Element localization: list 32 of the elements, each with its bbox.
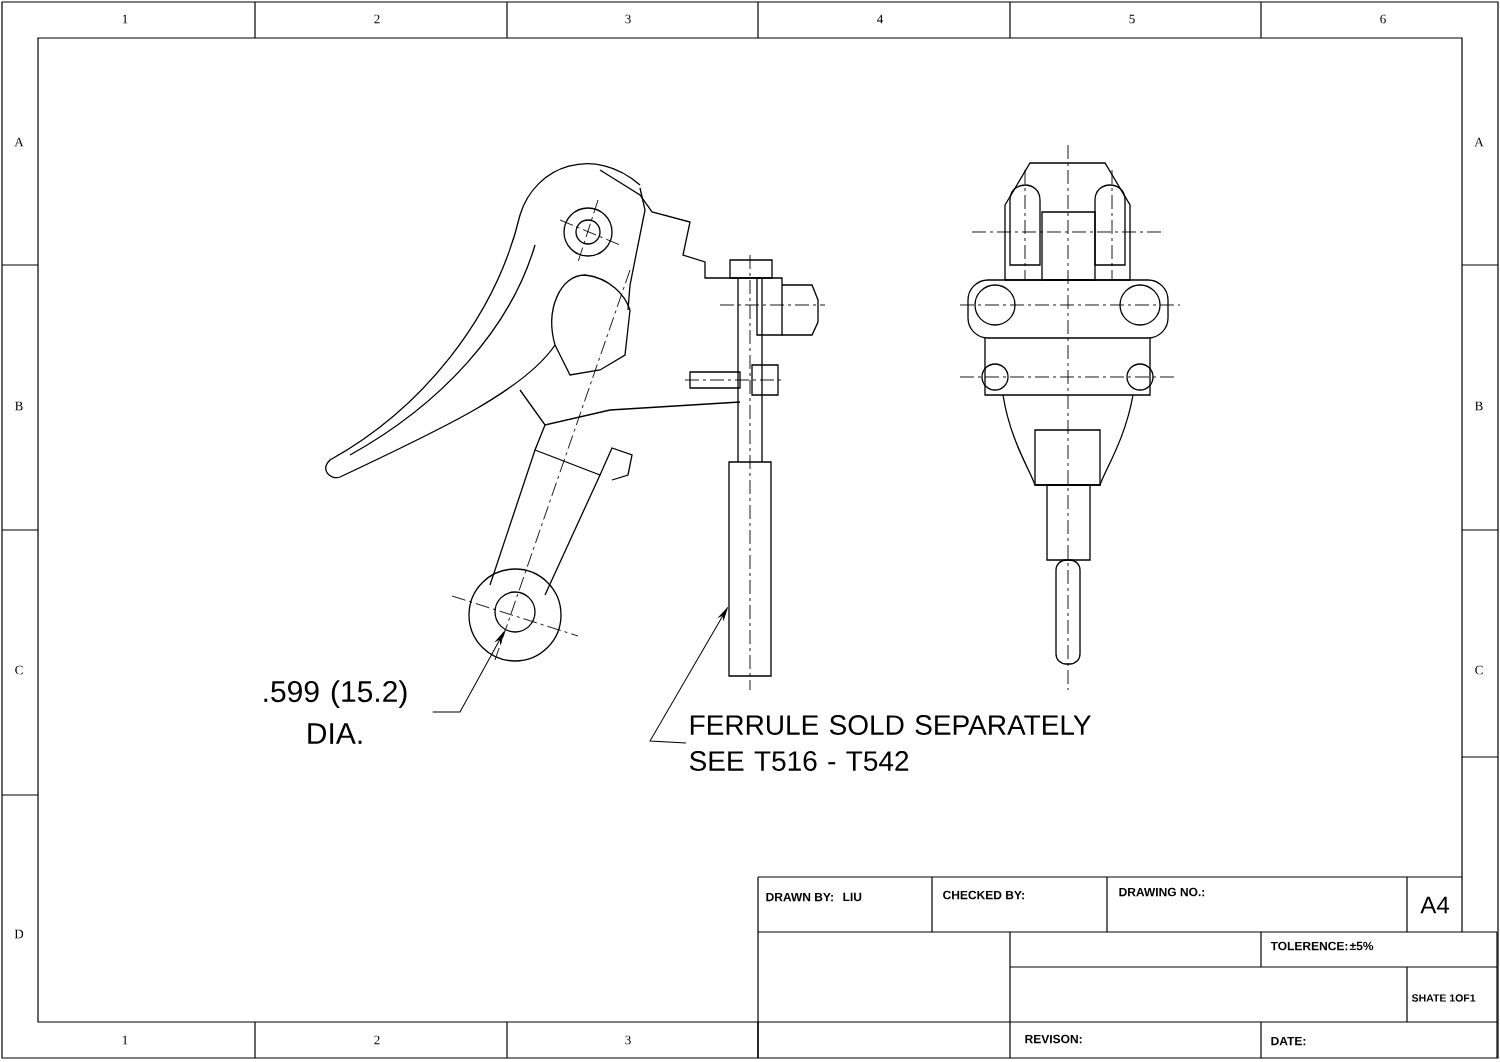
grid-reference: A — [1474, 137, 1484, 147]
grid-reference: 3 — [625, 14, 631, 24]
grid-reference: C — [15, 665, 23, 675]
grid-reference: 5 — [1129, 14, 1135, 24]
grid-reference: 2 — [374, 14, 380, 24]
note-text: FERRULE SOLD SEPARATELY SEE T516 - T542 — [689, 715, 1091, 771]
grid-reference: 2 — [374, 1035, 380, 1045]
title-block-text: DATE: — [1271, 1036, 1306, 1046]
title-block-text: LIU — [843, 892, 862, 902]
title-block-text: REVISON: — [1025, 1034, 1082, 1044]
grid-reference: 6 — [1380, 14, 1386, 24]
grid-reference: 1 — [122, 14, 128, 24]
sheet-size: A4 — [1420, 896, 1449, 914]
title-block-text: CHECKED BY: — [943, 890, 1024, 900]
ferrule — [728, 461, 772, 677]
title-block-text: ±5% — [1349, 941, 1374, 951]
grid-reference: A — [14, 137, 24, 147]
grid-reference: C — [1475, 665, 1483, 675]
grid-reference: 3 — [625, 1035, 631, 1045]
title-block-text: DRAWING NO.: — [1119, 887, 1205, 897]
hole — [494, 591, 536, 633]
title-block-text: TOLERENCE: — [1270, 941, 1348, 951]
grid-reference: 4 — [877, 14, 884, 24]
dimension-note: .599 (15.2) DIA. — [264, 680, 407, 744]
leader-line — [432, 631, 505, 713]
grid-reference: 1 — [122, 1035, 128, 1045]
title-block-text: SHATE 1OF1 — [1411, 994, 1476, 1002]
title-block-text: DRAWN BY: — [766, 892, 833, 902]
grid-reference: D — [14, 929, 24, 939]
grid-reference: B — [15, 401, 23, 411]
leader-line — [649, 607, 728, 744]
grid-reference: B — [1475, 401, 1483, 411]
